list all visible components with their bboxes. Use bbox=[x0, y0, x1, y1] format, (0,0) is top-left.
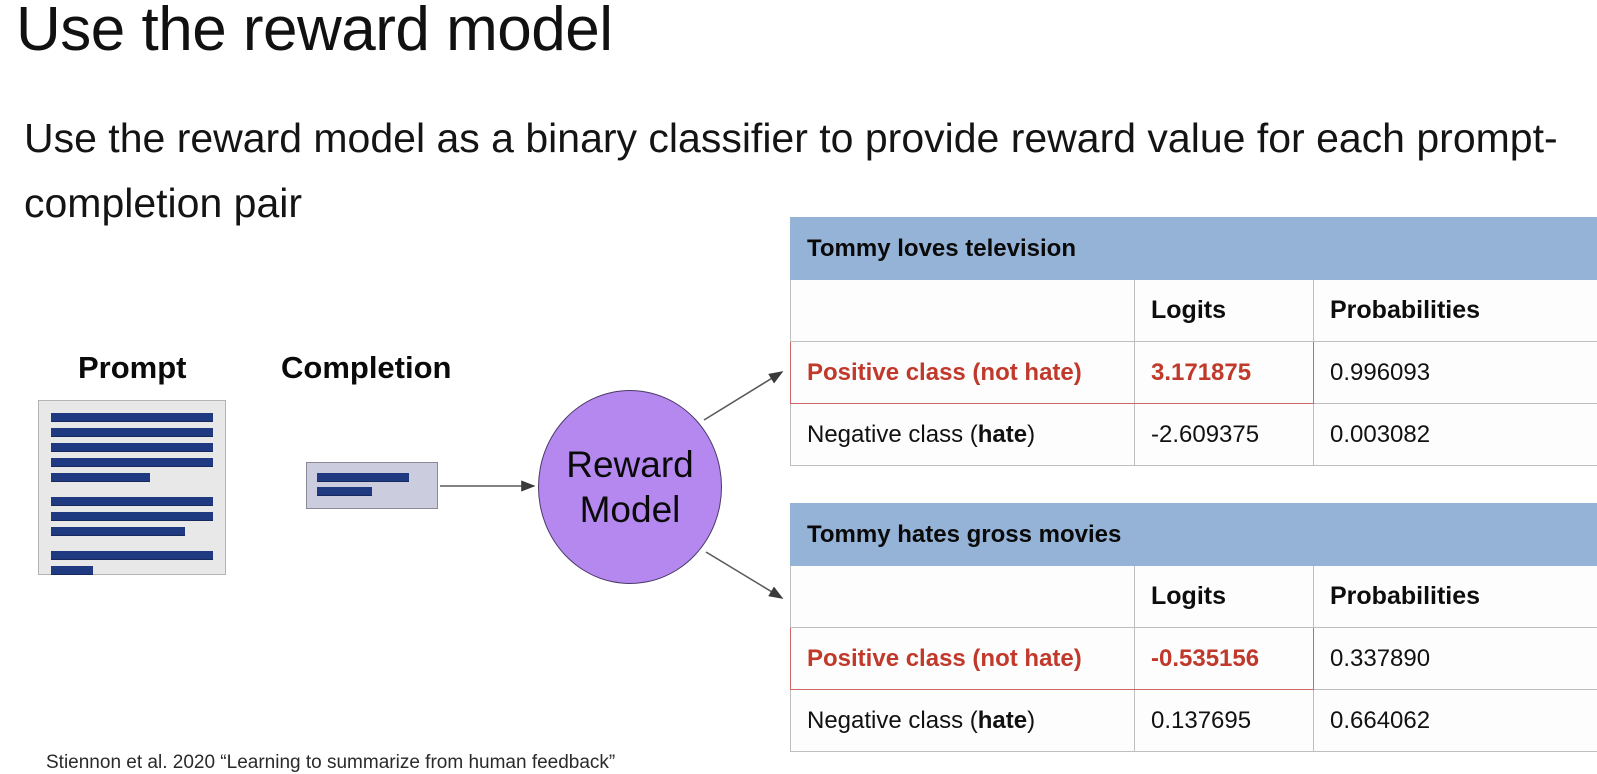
label-prefix: Negative class ( bbox=[807, 421, 978, 448]
cell-probability-negative: 0.003082 bbox=[1314, 404, 1597, 466]
column-header-logits: Logits bbox=[1135, 566, 1314, 628]
cell-logits-positive: -0.535156 bbox=[1135, 628, 1314, 690]
table-caption-row: Tommy loves television bbox=[791, 218, 1597, 280]
reward-model-diagram: Prompt Completion Reward Model bbox=[0, 330, 790, 630]
row-label-negative-class: Negative class (hate) bbox=[791, 404, 1135, 466]
table-header-row: Logits Probabilities bbox=[791, 280, 1597, 342]
row-label-positive-class: Positive class (not hate) bbox=[791, 628, 1135, 690]
table-row-positive-class: Positive class (not hate) 3.171875 0.996… bbox=[791, 342, 1597, 404]
page-title: Use the reward model bbox=[16, 0, 613, 65]
label-suffix: ) bbox=[1027, 421, 1035, 448]
column-header-logits: Logits bbox=[1135, 280, 1314, 342]
table-row-negative-class: Negative class (hate) -2.609375 0.003082 bbox=[791, 404, 1597, 466]
row-label-negative-class: Negative class (hate) bbox=[791, 690, 1135, 752]
cell-probability-negative: 0.664062 bbox=[1314, 690, 1597, 752]
label-emphasis: hate bbox=[978, 421, 1027, 448]
cell-logits-positive: 3.171875 bbox=[1135, 342, 1314, 404]
row-label-positive-class: Positive class (not hate) bbox=[791, 342, 1135, 404]
cell-probability-positive: 0.996093 bbox=[1314, 342, 1597, 404]
column-header-blank bbox=[791, 566, 1135, 628]
source-citation: Stiennon et al. 2020 “Learning to summar… bbox=[46, 752, 615, 774]
table-caption: Tommy loves television bbox=[791, 218, 1597, 280]
arrow-model-to-table-two bbox=[706, 552, 782, 598]
cell-logits-negative: -2.609375 bbox=[1135, 404, 1314, 466]
table-header-row: Logits Probabilities bbox=[791, 566, 1597, 628]
table-row-positive-class: Positive class (not hate) -0.535156 0.33… bbox=[791, 628, 1597, 690]
label-prefix: Negative class ( bbox=[807, 707, 978, 734]
column-header-blank bbox=[791, 280, 1135, 342]
column-header-probabilities: Probabilities bbox=[1314, 566, 1597, 628]
arrow-model-to-table-one bbox=[704, 372, 782, 420]
diagram-connectors bbox=[0, 330, 790, 630]
column-header-probabilities: Probabilities bbox=[1314, 280, 1597, 342]
results-table-tommy-loves-television: Tommy loves television Logits Probabilit… bbox=[790, 217, 1597, 466]
label-suffix: ) bbox=[1027, 707, 1035, 734]
cell-probability-positive: 0.337890 bbox=[1314, 628, 1597, 690]
table-caption: Tommy hates gross movies bbox=[791, 504, 1597, 566]
results-table-tommy-hates-gross-movies: Tommy hates gross movies Logits Probabil… bbox=[790, 503, 1597, 752]
table-row-negative-class: Negative class (hate) 0.137695 0.664062 bbox=[791, 690, 1597, 752]
table-caption-row: Tommy hates gross movies bbox=[791, 504, 1597, 566]
cell-logits-negative: 0.137695 bbox=[1135, 690, 1314, 752]
label-emphasis: hate bbox=[978, 707, 1027, 734]
